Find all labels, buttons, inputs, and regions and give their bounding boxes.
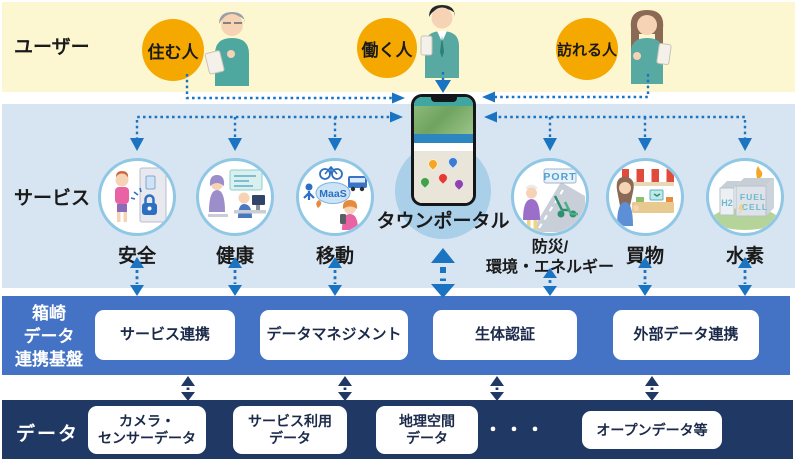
platform-band-label: 箱崎 データ 連携基盤 <box>4 302 94 371</box>
data-ellipsis: ・・・ <box>484 420 547 440</box>
service-shopping-label: 買物 <box>625 246 664 267</box>
worker-person-icon <box>420 5 459 78</box>
data-box-geospatial: 地理空間 データ <box>376 406 478 454</box>
arrow-platform-data-4 <box>645 376 659 401</box>
data-box-line: 地理空間 <box>399 413 455 429</box>
data-box-line: データ <box>406 430 448 446</box>
service-safety-label: 安全 <box>117 246 156 267</box>
health-icon <box>208 169 266 218</box>
town-portal-phone <box>411 94 476 206</box>
service-disaster-energy-circle: PORT <box>511 158 589 236</box>
arrow-platform-data-2 <box>338 376 352 401</box>
portal-map <box>414 151 473 203</box>
map-pin-orange <box>425 156 441 172</box>
platform-box-external-data: 外部データ連携 <box>613 310 759 360</box>
platform-box-service-linkage: サービス連携 <box>95 310 235 360</box>
hydrogen-icon: H2 FUEL CELL <box>712 166 778 230</box>
service-hydrogen-circle: H2 FUEL CELL <box>706 158 784 236</box>
platform-box-label: 外部データ連携 <box>633 326 739 343</box>
user-worker-badge: 働く人 <box>357 18 417 78</box>
platform-label-line3: 連携基盤 <box>15 350 83 369</box>
cell-text: CELL <box>742 202 768 212</box>
data-box-line: センサーデータ <box>98 430 196 446</box>
map-pin-purple <box>451 176 467 192</box>
phone-notch <box>430 97 457 102</box>
town-photo <box>414 106 473 134</box>
user-resident-badge: 住む人 <box>142 19 204 81</box>
visitor-person-icon <box>630 10 672 84</box>
platform-box-biometric-auth: 生体認証 <box>433 310 577 360</box>
service-health-label: 健康 <box>215 246 254 267</box>
service-safety-circle <box>98 158 176 236</box>
safety-icon <box>115 167 167 223</box>
arrow-platform-data-3 <box>490 376 504 401</box>
data-box-line: カメラ・ <box>119 413 175 429</box>
map-pin-blue <box>445 154 461 170</box>
platform-label-line2: データ <box>23 327 75 346</box>
disaster-label-line1: 防災/ <box>531 239 569 256</box>
platform-label-line1: 箱崎 <box>32 304 66 323</box>
data-band-label: データ <box>16 424 80 445</box>
maas-text: MaaS <box>319 188 346 200</box>
resident-person-icon <box>204 12 249 86</box>
port-text: PORT <box>543 171 576 183</box>
disaster-label-line2: 環境・エネルギー <box>485 259 614 276</box>
portal-label: タウンポータル <box>376 211 510 232</box>
platform-box-label: サービス連携 <box>119 326 210 343</box>
shopping-icon <box>616 169 674 226</box>
service-mobility-label: 移動 <box>315 246 354 267</box>
mobility-icon: MaaS <box>303 165 367 230</box>
white-strip <box>414 143 473 151</box>
services-band-label: サービス <box>14 188 91 209</box>
service-hydrogen-label: 水素 <box>725 246 764 267</box>
service-disaster-energy-label: 防災/ 環境・エネルギー <box>475 238 625 278</box>
map-pin-red <box>435 170 451 186</box>
service-mobility-circle: MaaS <box>296 158 374 236</box>
fuel-text: FUEL <box>740 192 766 202</box>
phone-screen <box>414 97 473 203</box>
photo-caption-bar <box>414 134 473 143</box>
user-visitor-badge: 訪れる人 <box>556 18 618 80</box>
service-shopping-circle <box>606 158 684 236</box>
map-pin-green <box>417 174 433 190</box>
service-health-circle <box>196 158 274 236</box>
data-box-line: データ <box>269 430 311 446</box>
users-band-label: ユーザー <box>14 37 90 58</box>
h2-text: H2 <box>721 198 733 208</box>
arrow-platform-data-1 <box>181 376 195 401</box>
data-box-service-usage: サービス利用 データ <box>233 406 347 454</box>
disaster-energy-icon: PORT <box>523 168 585 232</box>
platform-box-label: データマネジメント <box>266 326 402 343</box>
data-box-line: サービス利用 <box>248 413 332 429</box>
data-box-camera-sensor: カメラ・ センサーデータ <box>88 406 206 454</box>
data-box-open-data: オープンデータ等 <box>582 411 722 449</box>
data-box-line: オープンデータ等 <box>596 421 708 438</box>
platform-box-data-management: データマネジメント <box>260 310 408 360</box>
platform-box-label: 生体認証 <box>474 326 535 343</box>
